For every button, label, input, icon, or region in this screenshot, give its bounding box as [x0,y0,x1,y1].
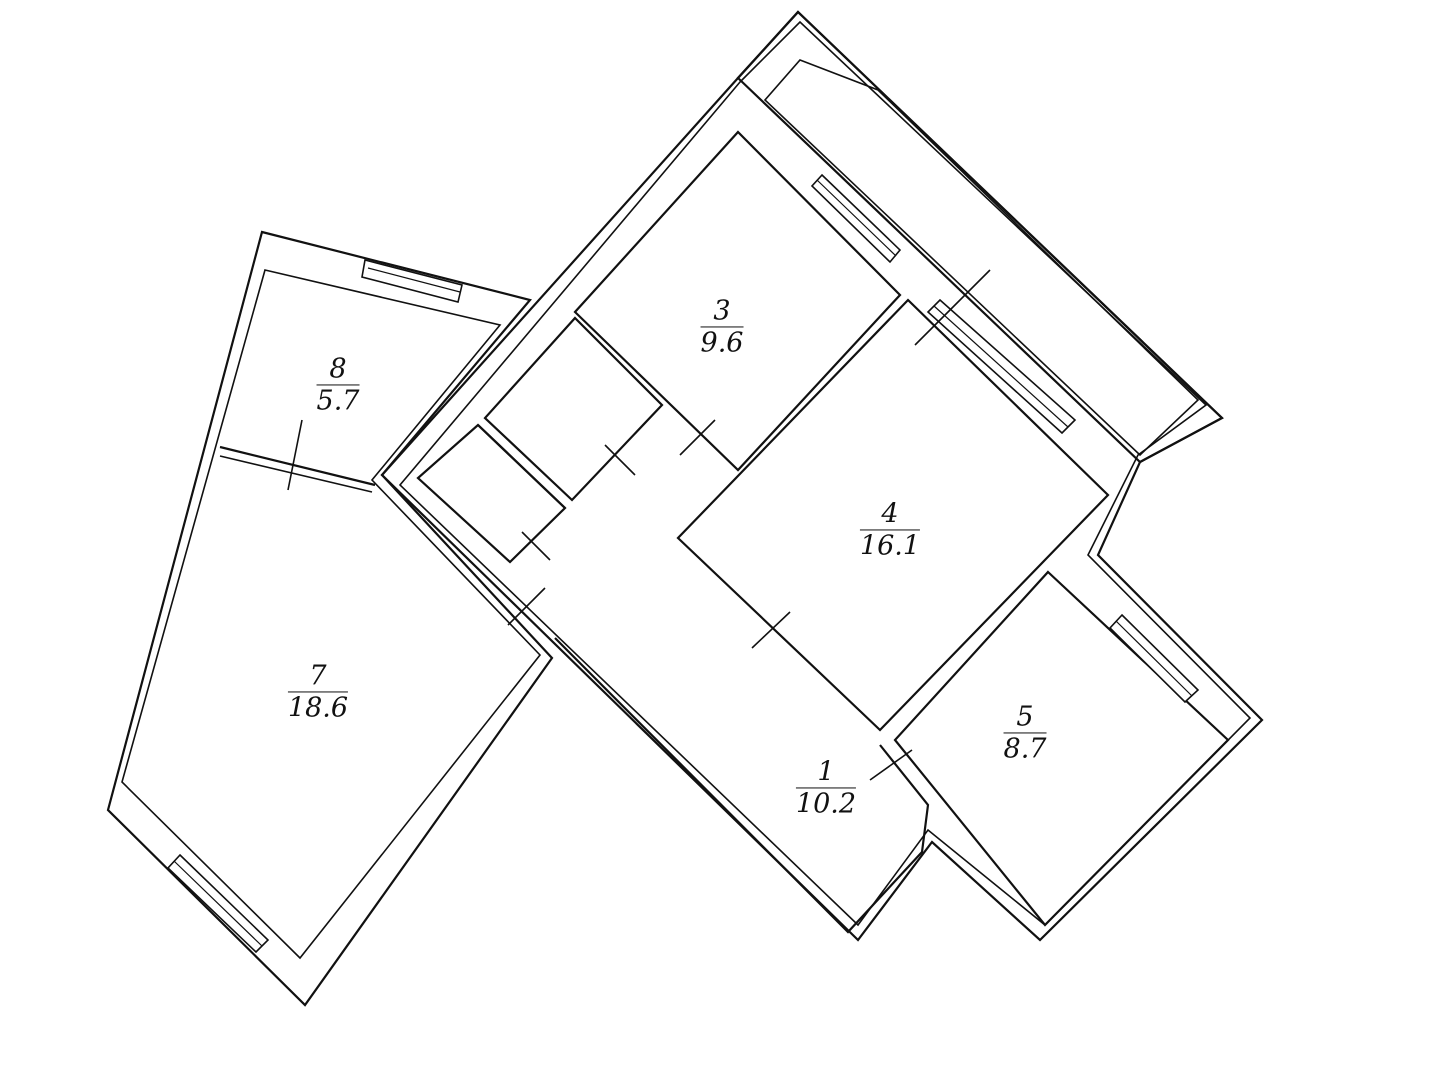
room-number: 3 [700,295,744,328]
balcony-inner [763,59,1200,457]
left-wing-outer-wall [106,230,554,1007]
room-area: 16.1 [859,530,921,562]
door-mark [751,611,791,649]
room-area: 5.7 [316,385,360,417]
window-room-3 [810,173,902,264]
room-area: 10.2 [795,788,857,820]
partition-8-7 [219,445,376,487]
door-mark [869,749,913,781]
closet-upper [483,316,664,502]
room-number: 8 [316,353,360,386]
window-room-5 [1108,613,1200,704]
room-4-walls [676,298,1110,732]
door-mark [521,531,551,561]
balcony-wall [736,10,1224,464]
room-1-label: 1 10.2 [795,756,857,820]
room-5-label: 5 8.7 [1003,701,1047,765]
window-room-7 [166,853,270,954]
room-area: 9.6 [700,327,744,359]
room-3-walls [573,130,902,472]
room-4-label: 4 16.1 [859,498,921,562]
room-1-corridor-walls [554,637,930,934]
room-3-label: 3 9.6 [700,295,744,359]
closet-lower [416,423,567,564]
door-mark [604,444,636,476]
room-number: 7 [287,660,349,693]
door-mark [287,419,303,491]
room-8-label: 8 5.7 [316,353,360,417]
room-area: 8.7 [1003,733,1047,765]
window-room-8 [361,259,463,303]
left-wing-inner-wall [121,269,542,960]
door-mark [679,419,716,456]
door-mark [507,587,546,626]
room-5-walls [893,570,1230,927]
partition-8-7-inner [219,455,373,493]
room-number: 5 [1003,701,1047,734]
closet-divider [477,424,566,509]
door-mark [914,269,991,346]
room-area: 18.6 [287,692,349,724]
room-number: 4 [859,498,921,531]
room-number: 1 [795,756,857,789]
room-7-label: 7 18.6 [287,660,349,724]
window-room-4 [926,298,1077,435]
